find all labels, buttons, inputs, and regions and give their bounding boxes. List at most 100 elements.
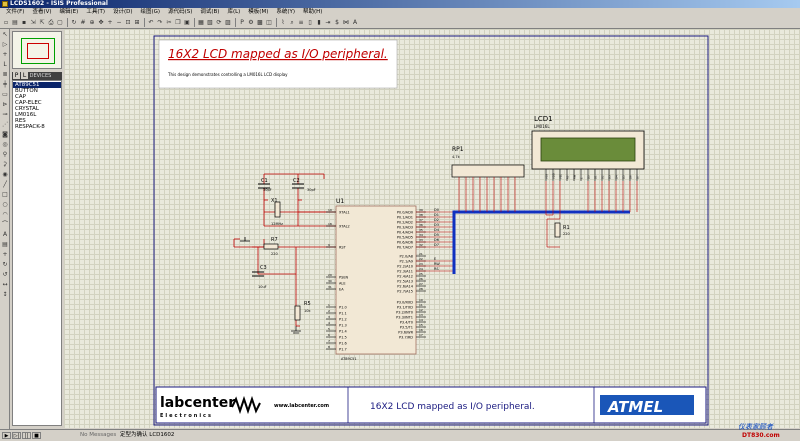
device-list-item[interactable]: LM016L bbox=[15, 112, 37, 118]
play-button-icon[interactable]: ▶ bbox=[2, 432, 11, 439]
u1-pin-name: P2.4/A12 bbox=[397, 275, 413, 279]
rotate-ccw-icon[interactable]: ↺ bbox=[2, 271, 8, 278]
mode-toolbar: ↖ ▷ + L ≣ ╪ ▭ ⊳ ⊸ ⋰ ◙ ◎ ⚲ ⚳ ◉ ╱ □ ○ ◠ ⌒ … bbox=[0, 29, 10, 429]
library-button[interactable]: L bbox=[21, 72, 28, 79]
wire-label-icon[interactable]: L bbox=[3, 61, 7, 68]
current-probe-icon[interactable]: ⚳ bbox=[2, 161, 8, 168]
overview-view-rect[interactable] bbox=[27, 43, 49, 59]
pause-button-icon[interactable]: || bbox=[22, 432, 31, 439]
menu-edit[interactable]: 编辑(E) bbox=[59, 9, 79, 15]
copy-icon[interactable]: ❐ bbox=[175, 18, 181, 26]
step-button-icon[interactable]: ▷| bbox=[12, 432, 21, 439]
device-list-item[interactable]: CRYSTAL bbox=[15, 106, 39, 112]
menu-debug[interactable]: 调试(B) bbox=[200, 9, 220, 15]
junction-dot-icon[interactable]: + bbox=[2, 51, 8, 58]
mirror-y-icon[interactable]: ↕ bbox=[2, 291, 8, 298]
refresh-icon[interactable]: ↻ bbox=[71, 18, 77, 26]
symbol-icon[interactable]: ▤ bbox=[2, 241, 8, 248]
menu-design[interactable]: 设计(D) bbox=[112, 9, 133, 15]
device-pin-icon[interactable]: ⊸ bbox=[2, 111, 8, 118]
import-icon[interactable]: ⇲ bbox=[30, 18, 36, 26]
block-copy-icon[interactable]: ▦ bbox=[198, 18, 204, 26]
block-rotate-icon[interactable]: ⟳ bbox=[216, 18, 222, 26]
block-move-icon[interactable]: ▧ bbox=[207, 18, 213, 26]
schematic-drawing[interactable]: 16X2 LCD mapped as I/O peripheral. This … bbox=[64, 29, 800, 428]
menu-library[interactable]: 库(L) bbox=[227, 9, 241, 15]
schematic-canvas[interactable]: 16X2 LCD mapped as I/O peripheral. This … bbox=[64, 29, 800, 428]
menu-template[interactable]: 模板(M) bbox=[248, 9, 269, 15]
origin-icon[interactable]: ⊕ bbox=[89, 18, 95, 26]
new-file-icon[interactable]: ▫ bbox=[3, 18, 9, 26]
device-list-item[interactable]: AT89C51 bbox=[13, 82, 61, 88]
line-icon[interactable]: ╱ bbox=[3, 181, 7, 188]
marker-icon[interactable]: + bbox=[2, 251, 8, 258]
pick-device-icon[interactable]: P bbox=[240, 18, 244, 26]
graph-icon[interactable]: ⋰ bbox=[2, 121, 8, 128]
redo-icon[interactable]: ↷ bbox=[157, 18, 163, 26]
virtual-instrument-icon[interactable]: ◉ bbox=[2, 171, 8, 178]
block-delete-icon[interactable]: ▨ bbox=[225, 18, 231, 26]
wire-autorouter-icon[interactable]: ⌇ bbox=[281, 18, 285, 26]
paste-icon[interactable]: ▣ bbox=[184, 18, 190, 26]
menu-source[interactable]: 源代码(S) bbox=[168, 9, 193, 15]
terminal-icon[interactable]: ⊳ bbox=[2, 101, 8, 108]
remove-sheet-icon[interactable]: ▮ bbox=[317, 18, 321, 26]
resistor-r5-symbol bbox=[294, 305, 301, 321]
goto-sheet-icon[interactable]: ⇥ bbox=[325, 18, 331, 26]
menu-tools[interactable]: 工具(T) bbox=[86, 9, 105, 15]
tape-recorder-icon[interactable]: ◙ bbox=[2, 131, 8, 138]
zoom-in-icon[interactable]: + bbox=[107, 18, 113, 26]
generator-icon[interactable]: ◎ bbox=[2, 141, 8, 148]
circle-icon[interactable]: ○ bbox=[2, 201, 8, 208]
text-script-icon[interactable]: ≣ bbox=[2, 71, 8, 78]
make-device-icon[interactable]: ⚙ bbox=[248, 18, 254, 26]
menu-graph[interactable]: 绘图(G) bbox=[140, 9, 161, 15]
device-list-item[interactable]: CAP bbox=[15, 94, 26, 100]
open-folder-icon[interactable]: ▤ bbox=[12, 18, 18, 26]
mirror-x-icon[interactable]: ↔ bbox=[2, 281, 8, 288]
rotate-cw-icon[interactable]: ↻ bbox=[2, 261, 8, 268]
device-list-item[interactable]: RESPACK-8 bbox=[15, 124, 45, 130]
arc-icon[interactable]: ◠ bbox=[2, 211, 8, 218]
export-icon[interactable]: ⇱ bbox=[39, 18, 45, 26]
voltage-probe-icon[interactable]: ⚲ bbox=[2, 151, 8, 158]
rp1-pins bbox=[458, 177, 516, 212]
package-tool-icon[interactable]: ▩ bbox=[257, 18, 263, 26]
save-icon[interactable]: ▪ bbox=[21, 18, 27, 26]
path-icon[interactable]: ⌒ bbox=[1, 221, 8, 228]
grid-icon[interactable]: # bbox=[80, 18, 86, 26]
print-area-icon[interactable]: ▢ bbox=[57, 18, 63, 26]
new-sheet-icon[interactable]: ▯ bbox=[308, 18, 312, 26]
netlist-icon[interactable]: ⋈ bbox=[343, 18, 349, 26]
device-list-item[interactable]: RES bbox=[15, 118, 26, 124]
menu-help[interactable]: 帮助(H) bbox=[303, 9, 323, 15]
print-icon[interactable]: ⎙ bbox=[48, 18, 54, 26]
menu-view[interactable]: 查看(V) bbox=[32, 9, 52, 15]
overview-window[interactable] bbox=[12, 31, 62, 69]
undo-icon[interactable]: ↶ bbox=[148, 18, 154, 26]
menu-file[interactable]: 文件(F) bbox=[6, 9, 25, 15]
decompose-icon[interactable]: ◫ bbox=[266, 18, 272, 26]
device-list[interactable]: AT89C51 BUTTON CAP CAP-ELEC CRYSTAL LM01… bbox=[12, 80, 62, 426]
text-icon[interactable]: A bbox=[2, 231, 8, 238]
pick-button[interactable]: P bbox=[13, 72, 20, 79]
menu-system[interactable]: 系统(Y) bbox=[276, 9, 295, 15]
cut-icon[interactable]: ✂ bbox=[166, 18, 172, 26]
search-icon[interactable]: ⌕ bbox=[290, 18, 294, 26]
footer-brand: labcenter bbox=[160, 395, 235, 411]
property-tool-icon[interactable]: ≡ bbox=[298, 18, 304, 26]
subcircuit-icon[interactable]: ▭ bbox=[2, 91, 8, 98]
ares-icon[interactable]: A bbox=[352, 18, 358, 26]
box-icon[interactable]: □ bbox=[2, 191, 8, 198]
component-mode-icon[interactable]: ▷ bbox=[2, 41, 8, 48]
zoom-all-icon[interactable]: ⊡ bbox=[125, 18, 131, 26]
select-icon[interactable]: ↖ bbox=[2, 31, 8, 38]
bus-icon[interactable]: ╪ bbox=[3, 81, 7, 88]
zoom-out-icon[interactable]: − bbox=[116, 18, 122, 26]
stop-button-icon[interactable]: ■ bbox=[32, 432, 41, 439]
bill-of-materials-icon[interactable]: $ bbox=[335, 18, 339, 26]
device-list-item[interactable]: BUTTON bbox=[15, 88, 38, 94]
device-list-item[interactable]: CAP-ELEC bbox=[15, 100, 42, 106]
zoom-area-icon[interactable]: ⊞ bbox=[134, 18, 140, 26]
pan-icon[interactable]: ✥ bbox=[98, 18, 104, 26]
